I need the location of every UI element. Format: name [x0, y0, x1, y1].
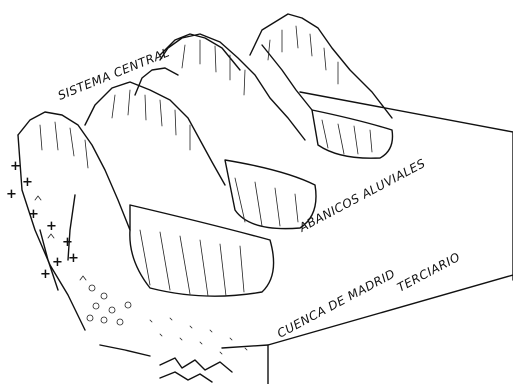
sistema-central-label: SISTEMA CENTRAL [56, 45, 172, 103]
svg-text:+: + [62, 235, 73, 250]
cuenca-de-madrid-label: CUENCA DE MADRID [275, 266, 398, 340]
sediment-section [87, 285, 247, 382]
svg-text:+: + [52, 255, 63, 270]
svg-text:+: + [46, 219, 57, 234]
svg-text:+: + [22, 175, 33, 190]
basement-section: + + + + + + + + + [6, 135, 86, 330]
svg-text:+: + [68, 251, 79, 266]
svg-text:+: + [40, 267, 51, 282]
svg-text:+: + [10, 159, 21, 174]
svg-text:+: + [6, 187, 17, 202]
basin-block [222, 92, 513, 384]
slope-hachures [40, 26, 372, 296]
terciario-label: TERCIARIO [395, 250, 463, 295]
svg-text:+: + [28, 207, 39, 222]
